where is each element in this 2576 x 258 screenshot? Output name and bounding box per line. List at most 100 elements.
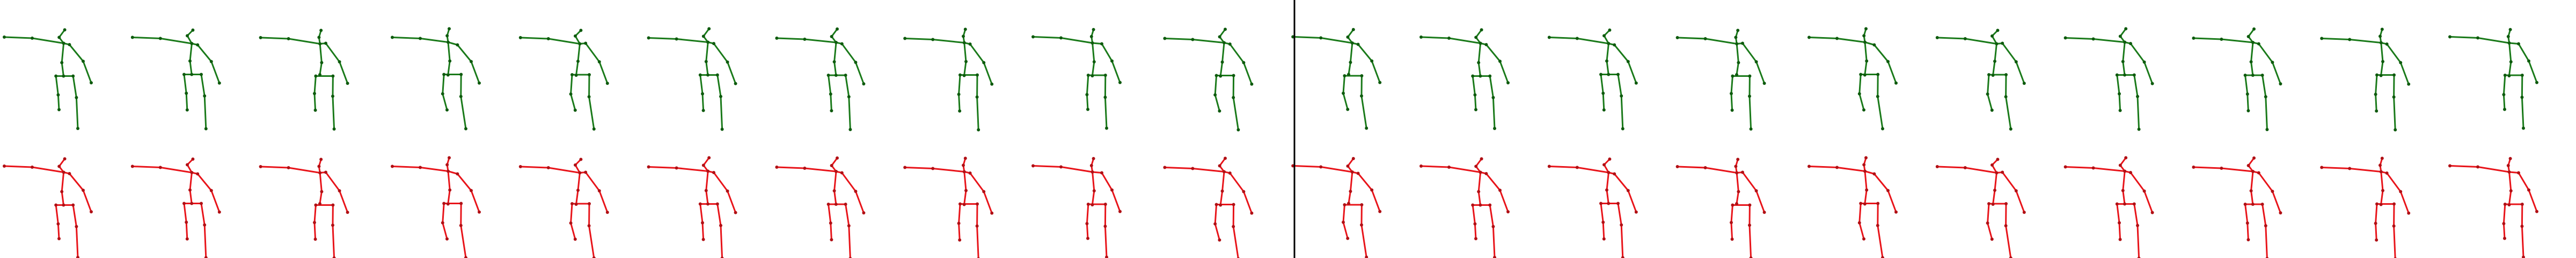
joint-l_shoulder — [456, 43, 459, 47]
joint-neck — [835, 170, 838, 173]
bone — [713, 42, 729, 63]
joint-l_shoulder — [584, 41, 588, 45]
joint-pelvis — [1479, 203, 1482, 207]
joint-r_knee — [1730, 221, 1733, 224]
joint-r_ankle — [958, 238, 962, 242]
bone — [1342, 221, 1349, 239]
joint-l_shoulder — [2129, 171, 2132, 174]
bone — [1864, 41, 1868, 62]
joint-spine — [576, 60, 580, 63]
bone — [419, 38, 449, 43]
joint-neck — [1350, 170, 1354, 174]
joint-l_elbow — [2142, 189, 2146, 193]
joint-l_hip — [976, 73, 979, 77]
joint-l_elbow — [2527, 59, 2530, 63]
joint-l_knee — [1876, 224, 1879, 227]
joint-l_wrist — [1506, 210, 1510, 213]
skeleton-figure-lower-11 — [1291, 157, 1382, 258]
bone — [1755, 61, 1766, 84]
joint-l_wrist — [1634, 210, 1638, 214]
joint-l_elbow — [1498, 189, 1502, 192]
joint-l_elbow — [1886, 60, 1890, 63]
joint-head — [1864, 156, 1868, 160]
bone — [833, 170, 837, 192]
joint-l_shoulder — [584, 170, 588, 174]
joint-crown — [1474, 35, 1478, 39]
joint-pelvis — [190, 73, 194, 76]
joint-pelvis — [446, 202, 450, 206]
joint-r_elbow — [1191, 38, 1195, 41]
joint-pelvis — [2251, 74, 2255, 77]
bone — [570, 222, 576, 240]
skeleton-figure-upper-8 — [903, 27, 994, 132]
joint-r_knee — [1601, 220, 1605, 224]
joint-l_hip — [459, 73, 463, 76]
joint-l_shoulder — [1100, 171, 1103, 175]
bone — [2220, 38, 2254, 44]
joint-head — [1480, 28, 1483, 32]
bone — [189, 42, 193, 62]
joint-l_knee — [1748, 224, 1751, 227]
joint-l_hip — [1360, 74, 1364, 77]
joint-r_ankle — [958, 109, 962, 113]
bone — [2065, 37, 2095, 40]
joint-l_elbow — [82, 60, 85, 63]
bone — [2122, 41, 2126, 62]
bone — [845, 203, 850, 227]
bone — [319, 172, 323, 192]
bone — [2129, 42, 2146, 63]
joint-pelvis — [1091, 74, 1094, 77]
joint-r_knee — [2245, 92, 2249, 96]
joint-r_hip — [1086, 203, 1090, 206]
joint-r_elbow — [2476, 165, 2479, 169]
joint-crown — [830, 35, 833, 38]
bone — [2136, 96, 2140, 130]
joint-r_ankle — [701, 109, 705, 112]
joint-l_hip — [588, 73, 591, 76]
joint-r_elbow — [419, 37, 422, 40]
joint-r_elbow — [1703, 166, 1707, 169]
joint-l_hip — [1748, 74, 1752, 78]
joint-l_elbow — [1242, 61, 1246, 64]
joint-r_ankle — [2118, 238, 2122, 241]
bone — [72, 204, 77, 227]
joint-pelvis — [574, 203, 578, 206]
bone — [1987, 203, 1990, 224]
joint-crown — [701, 34, 705, 38]
joint-l_shoulder — [1741, 170, 1744, 174]
bone — [1704, 167, 1738, 174]
bone — [1320, 37, 1353, 44]
bone — [2250, 170, 2254, 192]
joint-r_hip — [54, 74, 58, 78]
joint-l_hip — [2520, 74, 2524, 77]
bone — [1104, 96, 1108, 129]
bone — [1492, 226, 1496, 258]
joint-l_elbow — [854, 61, 858, 64]
joint-l_ankle — [2265, 128, 2269, 131]
joint-r_knee — [1601, 91, 1605, 95]
bone — [1191, 168, 1225, 173]
bone — [1229, 43, 1245, 63]
joint-r_ankle — [2503, 236, 2506, 240]
bone — [460, 96, 467, 130]
joint-l_wrist — [2279, 211, 2282, 214]
bone — [2502, 94, 2506, 110]
bone — [2116, 203, 2120, 224]
skeleton-figure-lower-3 — [259, 157, 349, 258]
joint-r_wrist — [2192, 166, 2196, 169]
joint-l_knee — [587, 224, 591, 227]
bone — [470, 61, 480, 84]
joint-l_wrist — [2279, 82, 2282, 85]
joint-spine — [1737, 190, 1740, 194]
joint-r_knee — [569, 92, 573, 96]
joint-crown — [1218, 35, 1221, 39]
bone — [1606, 42, 1609, 62]
joint-r_elbow — [803, 38, 807, 41]
joint-l_shoulder — [2001, 170, 2004, 174]
bone — [958, 203, 961, 224]
bone — [1485, 173, 1501, 191]
joint-l_ankle — [464, 256, 467, 258]
joint-l_shoulder — [324, 170, 327, 174]
joint-l_knee — [847, 224, 851, 227]
joint-r_ankle — [2246, 238, 2250, 241]
